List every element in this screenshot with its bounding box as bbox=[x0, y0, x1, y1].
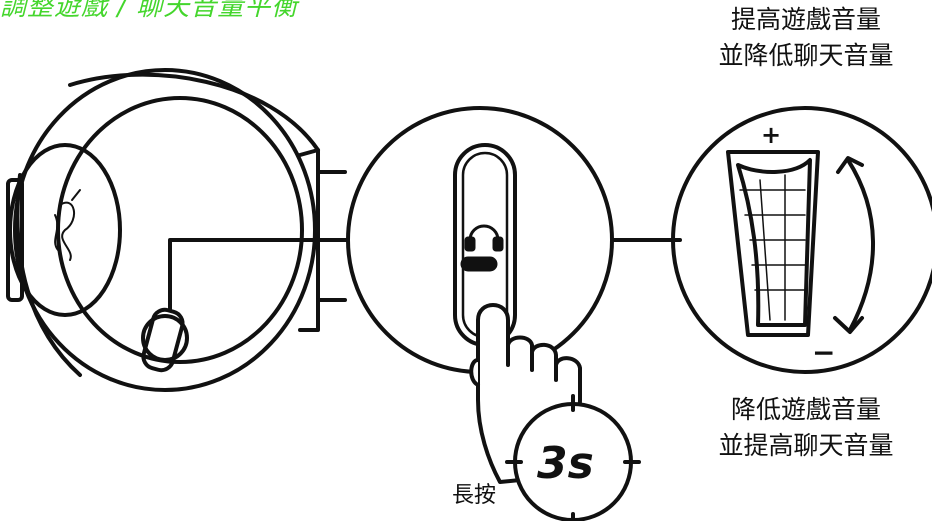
callout-raise-game: 提高遊戲音量 並降低聊天音量 bbox=[690, 2, 922, 74]
hold-timer-icon bbox=[505, 394, 641, 521]
callout-lower-game-line2: 並提高聊天音量 bbox=[718, 431, 894, 460]
diagram-title: 調整遊戲 / 聊天音量平衡 bbox=[0, 0, 299, 22]
zoom-circle-dial bbox=[671, 106, 932, 374]
headset-earcup bbox=[6, 68, 347, 392]
callout-lower-game-line1: 降低遊戲音量 bbox=[730, 395, 881, 424]
callout-raise-game-line2: 並降低聊天音量 bbox=[718, 41, 894, 70]
hold-duration: 3s bbox=[537, 438, 594, 489]
dial-minus-sign: − bbox=[812, 336, 835, 369]
callout-lower-game: 降低遊戲音量 並提高聊天音量 bbox=[690, 392, 922, 464]
dial-plus-sign: + bbox=[761, 121, 781, 149]
rotate-arrow-icon bbox=[833, 156, 875, 334]
razer-logo-icon bbox=[54, 189, 81, 261]
connector-line-left bbox=[168, 238, 350, 312]
game-chat-mix-icon bbox=[460, 224, 504, 272]
hold-label: 長按 bbox=[452, 483, 497, 508]
callout-raise-game-line1: 提高遊戲音量 bbox=[730, 5, 881, 34]
